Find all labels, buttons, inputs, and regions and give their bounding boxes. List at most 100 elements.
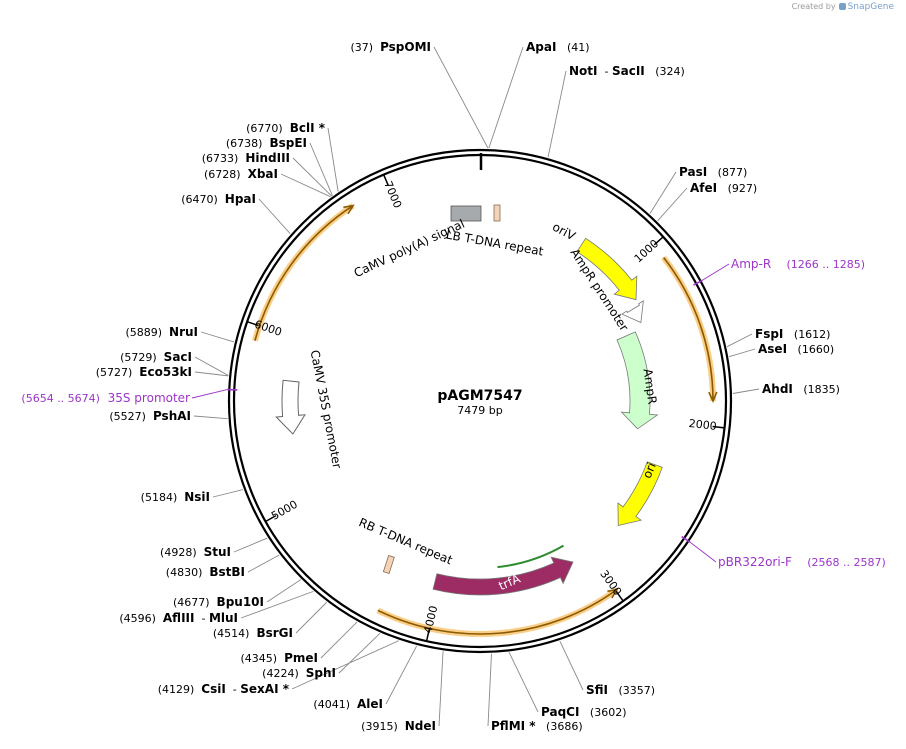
- enzyme-position: (1660): [787, 343, 834, 356]
- tick-mark-2000: [712, 425, 725, 429]
- orf-line-2: [254, 204, 354, 341]
- tick-label-1000: 1000: [632, 237, 662, 265]
- enzyme-name: NruI: [169, 325, 198, 339]
- enzyme-name: FspI: [755, 327, 783, 341]
- enzyme-name-2: SacII: [612, 64, 645, 78]
- enzyme-gap: [210, 596, 217, 609]
- primer-name: 35S promoter: [108, 391, 190, 405]
- tick-label-4000: 4000: [421, 604, 440, 634]
- enzyme-label-nsii: (5184) NsiI: [141, 490, 210, 504]
- enzyme-name: PmeI: [284, 651, 318, 665]
- enzyme-label-afliii: (4596) AflIII - MluI: [119, 611, 238, 625]
- enzyme-position: (6770): [246, 122, 283, 135]
- enzyme-position: (4677): [173, 596, 210, 609]
- enzyme-position: (41): [556, 41, 589, 54]
- enzyme-name: NsiI: [184, 490, 210, 504]
- enzyme-label-ndei: (3915) NdeI: [361, 719, 436, 733]
- enzyme-label-hindiii: (6733) HindIII: [202, 151, 290, 165]
- feature-label-oriv: oriV: [550, 220, 578, 244]
- primer-mark-1: [681, 535, 691, 543]
- enzyme-name: CsiI: [201, 682, 226, 696]
- enzyme-position: (1835): [793, 383, 840, 396]
- feature-label-rb-t-dna-repeat: RB T-DNA repeat: [357, 515, 455, 567]
- enzyme-gap: [202, 566, 209, 579]
- enzyme-name: HindIII: [245, 151, 290, 165]
- enzyme-leader-pspomi: [433, 46, 489, 149]
- tick-mark-3000: [615, 590, 624, 602]
- primer-range: (5654 .. 5674): [21, 392, 100, 405]
- enzyme-leader-sphi: [338, 633, 381, 674]
- enzyme-gap: [238, 152, 245, 165]
- enzyme-label-stui: (4928) StuI: [160, 545, 231, 559]
- primer-label-2: (5654 .. 5674) 35S promoter: [21, 391, 190, 405]
- enzyme-dash: -: [194, 612, 208, 625]
- enzyme-name: NdeI: [405, 719, 436, 733]
- enzyme-position: (877): [707, 166, 747, 179]
- enzyme-name: SacI: [164, 350, 192, 364]
- enzyme-label-pasi: PasI (877): [679, 165, 747, 179]
- feature-rb-tdna-box: [382, 554, 395, 574]
- snapgene-logo-icon: [838, 3, 846, 10]
- orf-line-1: [377, 588, 618, 635]
- enzyme-name: AleI: [357, 697, 383, 711]
- enzyme-label-pflmi: PflMI * (3686): [491, 719, 583, 733]
- enzyme-label-csii: (4129) CsiI - SexAI *: [158, 682, 290, 696]
- tick-mark-6000: [246, 320, 259, 327]
- enzyme-gap: [218, 193, 225, 206]
- primer-name: Amp-R: [731, 257, 771, 271]
- enzyme-position: (4129): [158, 683, 195, 696]
- enzyme-leader-csii: [291, 640, 400, 690]
- enzyme-leader-noti: [547, 70, 567, 158]
- enzyme-label-eco53ki: (5727) Eco53kI: [96, 365, 192, 379]
- enzyme-name-2: MluI: [209, 611, 238, 625]
- enzyme-leader-pshai: [193, 415, 228, 420]
- enzyme-position: (4830): [166, 566, 203, 579]
- enzyme-name: Bpu10I: [217, 595, 264, 609]
- enzyme-label-sfii: SfiI (3357): [586, 683, 655, 697]
- enzyme-leader-paqci: [508, 652, 539, 713]
- enzyme-gap: [162, 326, 169, 339]
- enzyme-gap: [249, 627, 256, 640]
- enzyme-position: (6738): [226, 137, 263, 150]
- enzyme-position: (4041): [313, 698, 350, 711]
- enzyme-gap: [241, 168, 248, 181]
- enzyme-leader-hindiii: [292, 157, 332, 197]
- credit-prefix: Created by: [791, 2, 836, 11]
- enzyme-label-pmei: (4345) PmeI: [241, 651, 318, 665]
- primer-name: pBR322ori-F: [718, 555, 792, 569]
- enzyme-name: BstBI: [209, 565, 245, 579]
- enzyme-label-alei: (4041) AleI: [313, 697, 383, 711]
- feature-camv-polya-box: [450, 205, 482, 222]
- primer-gap: [100, 391, 108, 405]
- enzyme-name: BspEI: [269, 136, 307, 150]
- primer-range: (2568 .. 2587): [807, 556, 886, 569]
- enzyme-gap: [146, 410, 153, 423]
- orf-line-0: [662, 257, 714, 402]
- enzyme-name: ApaI: [526, 40, 556, 54]
- enzyme-leader-pflmi: [487, 653, 492, 727]
- feature-label-ori: ori: [640, 461, 659, 481]
- feature-camv-35s-promoter: [275, 379, 306, 435]
- enzyme-gap: [283, 122, 290, 135]
- enzyme-label-afei: AfeI (927): [690, 181, 757, 195]
- enzyme-star: *: [279, 682, 290, 696]
- enzyme-position: (5727): [96, 366, 133, 379]
- primer-gap: [792, 555, 807, 569]
- tick-mark-7000: [382, 174, 390, 186]
- enzyme-leader-bcli: [327, 127, 339, 192]
- enzyme-star: *: [315, 121, 326, 135]
- enzyme-label-bsrgi: (4514) BsrGI: [213, 626, 293, 640]
- enzyme-position: (5527): [109, 410, 146, 423]
- primer-leader-1: [689, 541, 717, 563]
- enzyme-label-asei: AseI (1660): [758, 342, 834, 356]
- tick-label-5000: 5000: [269, 498, 300, 523]
- tick-mark-1000: [653, 236, 664, 246]
- enzyme-gap: [277, 652, 284, 665]
- enzyme-position: (6733): [202, 152, 239, 165]
- orf-arrowhead-1: [607, 588, 619, 599]
- enzyme-name-2: SexAI: [240, 682, 278, 696]
- enzyme-position: (927): [717, 182, 757, 195]
- primer-range: (1266 .. 1285): [786, 258, 865, 271]
- enzyme-leader-hpai: [258, 198, 291, 234]
- enzyme-label-xbai: (6728) XbaI: [204, 167, 278, 181]
